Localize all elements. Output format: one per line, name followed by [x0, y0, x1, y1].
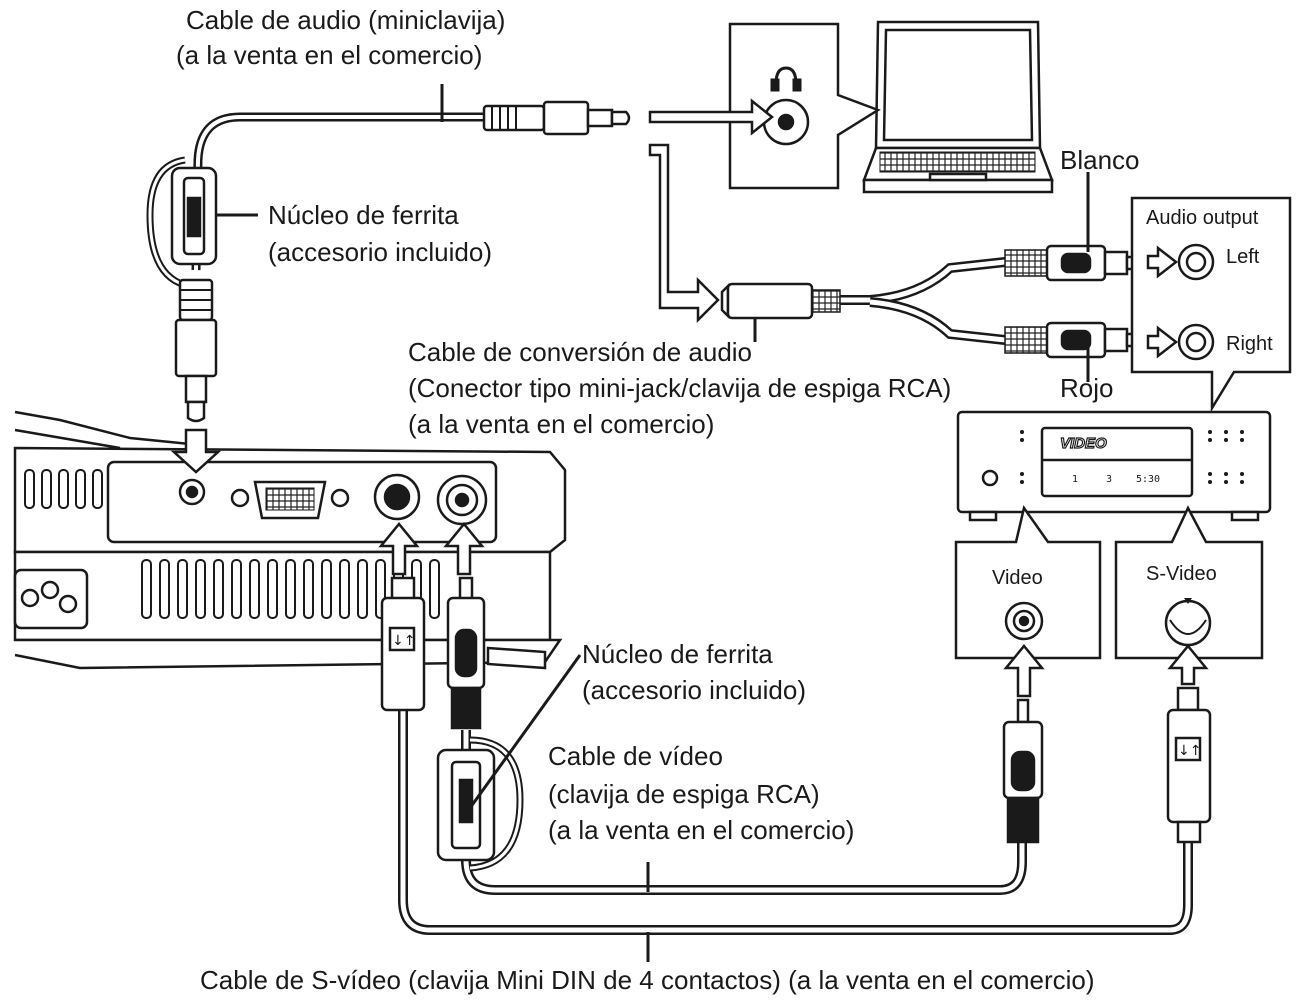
audio-output-callout	[1130, 196, 1292, 413]
arrow-to-projector-audio	[170, 428, 222, 474]
leader-lines	[216, 84, 1090, 962]
projector-svideo-port	[373, 473, 421, 521]
rca-plug-white	[1004, 244, 1147, 282]
svg-text:↓↑: ↓↑	[1178, 743, 1201, 759]
vcr-display-label: VIDEO	[1060, 435, 1107, 452]
audio-cable-label-2: (a la venta en el comercio)	[176, 40, 483, 70]
svideo-cable	[398, 710, 1193, 935]
projector-svideo-plug: ↓↑	[380, 576, 426, 712]
left-jack-label: Left	[1226, 246, 1260, 268]
power-inlet	[13, 568, 89, 630]
video-cable-label-1: Cable de vídeo	[548, 741, 723, 771]
audio-minijack-plug	[482, 100, 631, 136]
vcr-video-plug	[1002, 698, 1044, 844]
conversion-cable-label-3: (a la venta en el comercio)	[408, 409, 715, 439]
video-port-label: Video	[992, 567, 1043, 589]
audio-output-label: Audio output	[1146, 207, 1259, 229]
headphone-icon	[770, 66, 802, 92]
ferrite-core-bottom	[436, 736, 524, 872]
conversion-cable-label-1: Cable de conversión de audio	[408, 337, 753, 367]
right-jack-label: Right	[1226, 333, 1273, 355]
audio-cable-label-1: Cable de audio (miniclavija)	[186, 5, 506, 35]
vcr: VIDEO 1 3 5:30	[956, 410, 1272, 522]
video-cable-label-2: (clavija de espiga RCA)	[548, 779, 820, 809]
ferrite-core-top	[146, 156, 218, 289]
svideo-port-callout	[1114, 505, 1264, 660]
arrow-to-vcr-svideo	[1167, 644, 1209, 686]
video-port-callout	[954, 505, 1102, 660]
arrow-to-projector-video	[443, 522, 485, 576]
video-cable-label-3: (a la venta en el comercio)	[548, 815, 855, 845]
headphone-callout	[728, 22, 881, 190]
arrow-to-projector-svideo	[378, 522, 420, 576]
projector-video-port	[436, 474, 488, 526]
svideo-port-label: S-Video	[1146, 563, 1217, 585]
ferrite-top-label-1: Núcleo de ferrita	[268, 200, 459, 230]
ferrite-top-label-2: (accesorio incluido)	[268, 237, 492, 267]
arrow-to-right-jack	[1146, 325, 1179, 359]
conversion-cable-minijack	[720, 282, 841, 320]
arrow-to-left-jack	[1146, 245, 1179, 279]
conversion-cable-label-2: (Conector tipo mini-jack/clavija de espi…	[408, 373, 952, 403]
audio-output-right-jack	[1177, 323, 1215, 361]
projector-audio-plug	[174, 278, 218, 423]
arrow-to-vcr-video	[1003, 644, 1045, 698]
vcr-counter-1: 1	[1072, 474, 1078, 485]
projector-video-plug	[446, 576, 486, 730]
ferrite-bottom-label-2: (accesorio incluido)	[582, 675, 806, 705]
arrow-to-conversion-cable	[648, 143, 720, 324]
projector-audio-in-port	[178, 478, 206, 506]
vent-slots-left	[24, 469, 103, 509]
vcr-svideo-plug: ↓↑	[1166, 686, 1212, 844]
ferrite-bottom-label-1: Núcleo de ferrita	[582, 639, 773, 669]
svideo-cable-label: Cable de S-vídeo (clavija Mini DIN de 4 …	[200, 965, 1095, 995]
red-plug-label: Rojo	[1060, 373, 1114, 403]
svg-text:↓↑: ↓↑	[392, 633, 415, 649]
rca-plug-red	[1004, 321, 1147, 359]
vcr-counter-2: 3	[1106, 474, 1112, 485]
vcr-counter-3: 5:30	[1136, 474, 1160, 485]
laptop	[862, 20, 1054, 194]
audio-conversion-cable	[815, 257, 1006, 345]
projector-vga-port	[230, 480, 350, 520]
white-plug-label: Blanco	[1060, 145, 1140, 175]
arrow-to-laptop-audio	[648, 98, 775, 136]
video-rca-cable	[461, 730, 1027, 895]
audio-output-left-jack	[1177, 243, 1215, 281]
